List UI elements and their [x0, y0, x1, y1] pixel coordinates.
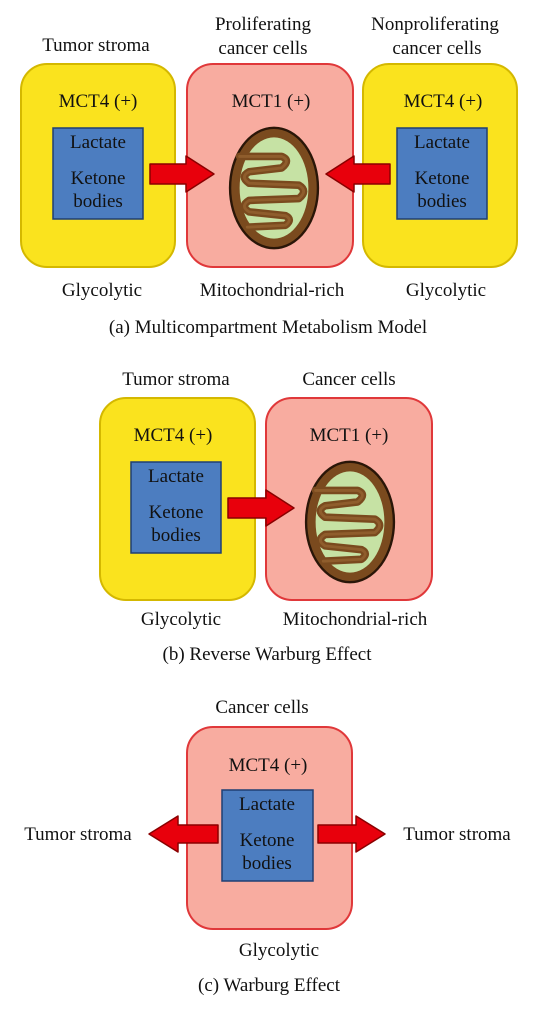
panel-b-mitochondrion-icon	[306, 462, 394, 582]
panel-a-middle-marker: MCT1 (+)	[232, 91, 311, 112]
panel-a-left-box-line3: bodies	[73, 191, 123, 212]
panel-a-mitochondrion-icon	[230, 128, 318, 248]
panel-a-middle-footer: Mitochondrial-rich	[200, 280, 345, 301]
panel-a-right-arrow-icon	[149, 155, 215, 193]
panel-c-left-arrow-icon	[148, 815, 219, 853]
panel-a-right-marker: MCT4 (+)	[404, 91, 483, 112]
panel-b-right-footer: Mitochondrial-rich	[283, 609, 428, 630]
panel-a-left-arrow-icon	[325, 155, 391, 193]
panel-a: Tumor stroma Proliferating cancer cells …	[20, 14, 518, 338]
panel-c-box-line3: bodies	[242, 853, 292, 874]
panel-c-marker: MCT4 (+)	[229, 755, 308, 776]
panel-b-left-marker: MCT4 (+)	[134, 425, 213, 446]
panel-c-title: Cancer cells	[215, 697, 308, 718]
panel-c-metabolite-box	[221, 789, 314, 882]
panel-a-right-metabolite-box	[396, 127, 488, 220]
panel-a-left-box-line2: Ketone	[71, 168, 126, 189]
panel-a-right-box-line1: Lactate	[414, 132, 470, 153]
panel-c: Cancer cells MCT4 (+) Lactate Ketone bod…	[24, 697, 511, 996]
panel-c-caption: (c) Warburg Effect	[198, 975, 341, 996]
panel-a-right-title-line2: cancer cells	[392, 38, 481, 59]
panel-b: Tumor stroma Cancer cells MCT4 (+) Lacta…	[99, 369, 433, 665]
panel-c-box-line1: Lactate	[239, 794, 295, 815]
panel-a-caption: (a) Multicompartment Metabolism Model	[109, 317, 427, 338]
panel-b-left-title: Tumor stroma	[122, 369, 230, 390]
panel-c-right-label: Tumor stroma	[403, 824, 511, 845]
panel-a-middle-title-line2: cancer cells	[218, 38, 307, 59]
panel-c-footer: Glycolytic	[239, 940, 319, 961]
panel-b-caption: (b) Reverse Warburg Effect	[163, 644, 373, 665]
panel-b-box-line1: Lactate	[148, 466, 204, 487]
panel-a-left-marker: MCT4 (+)	[59, 91, 138, 112]
panel-a-left-title: Tumor stroma	[42, 35, 150, 56]
panel-b-right-arrow-icon	[227, 489, 295, 527]
panel-c-right-arrow-icon	[317, 815, 386, 853]
panel-a-left-metabolite-box	[52, 127, 144, 220]
panel-a-right-footer: Glycolytic	[406, 280, 486, 301]
panel-b-left-footer: Glycolytic	[141, 609, 221, 630]
panel-b-box-line3: bodies	[151, 525, 201, 546]
panel-a-right-title-line1: Nonproliferating	[371, 14, 499, 35]
panel-a-right-box-line3: bodies	[417, 191, 467, 212]
panel-b-metabolite-box	[130, 461, 222, 554]
panel-a-right-box-line2: Ketone	[415, 168, 470, 189]
panel-b-right-title: Cancer cells	[302, 369, 395, 390]
panel-a-left-box-line1: Lactate	[70, 132, 126, 153]
panel-b-box-line2: Ketone	[149, 502, 204, 523]
panel-c-box-line2: Ketone	[240, 830, 295, 851]
panel-a-middle-title-line1: Proliferating	[215, 14, 312, 35]
panel-b-right-marker: MCT1 (+)	[310, 425, 389, 446]
panel-c-left-label: Tumor stroma	[24, 824, 132, 845]
panel-a-left-footer: Glycolytic	[62, 280, 142, 301]
